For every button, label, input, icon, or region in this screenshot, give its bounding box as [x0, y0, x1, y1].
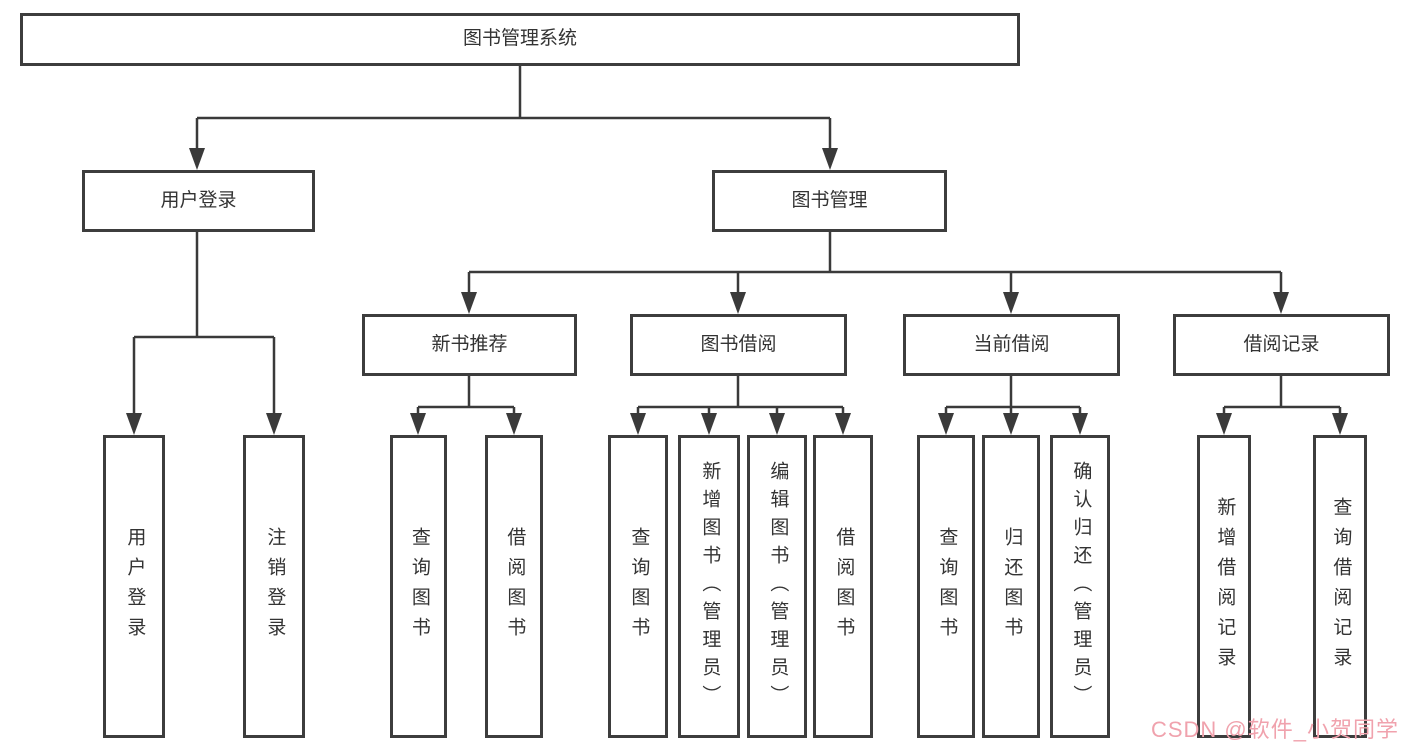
arrowheads [126, 148, 1348, 435]
leaf-recommend-query-books-label: 查询图书 [408, 526, 430, 647]
node-book-management: 图书管理 [712, 170, 947, 232]
leaf-borrow-add-books-admin: 新增图书（管理员） [678, 435, 740, 738]
leaf-current-return-books: 归还图书 [982, 435, 1040, 738]
leaf-current-return-books-label: 归还图书 [1001, 526, 1023, 647]
leaf-borrow-edit-books-admin: 编辑图书（管理员） [747, 435, 807, 738]
node-new-book-recommend-label: 新书推荐 [431, 333, 508, 355]
node-book-borrow-label: 图书借阅 [700, 333, 777, 355]
csdn-watermark: CSDN @软件_小贺同学 [1150, 717, 1399, 742]
node-book-borrow: 图书借阅 [630, 314, 847, 376]
node-user-login: 用户登录 [82, 170, 315, 232]
leaf-records-query-record: 查询借阅记录 [1313, 435, 1367, 738]
node-user-login-label: 用户登录 [160, 189, 237, 211]
node-root-system-label: 图书管理系统 [462, 28, 577, 50]
leaf-borrow-edit-books-admin-label: 编辑图书（管理员） [767, 460, 789, 713]
leaf-records-add-record: 新增借阅记录 [1197, 435, 1251, 738]
leaf-records-add-record-label: 新增借阅记录 [1214, 496, 1236, 677]
node-new-book-recommend: 新书推荐 [362, 314, 577, 376]
leaf-recommend-borrow-books: 借阅图书 [485, 435, 543, 738]
node-book-management-label: 图书管理 [791, 189, 868, 211]
node-borrow-records-label: 借阅记录 [1243, 333, 1320, 355]
leaf-user-login: 用户登录 [103, 435, 165, 738]
leaf-user-login-label: 用户登录 [124, 526, 146, 647]
node-root-system: 图书管理系统 [20, 13, 1020, 66]
leaf-borrow-add-books-admin-label: 新增图书（管理员） [699, 460, 721, 713]
leaf-logout-label: 注销登录 [264, 526, 286, 647]
leaf-records-query-record-label: 查询借阅记录 [1330, 496, 1352, 677]
leaf-borrow-borrow-books-label: 借阅图书 [833, 526, 855, 647]
node-current-borrow: 当前借阅 [903, 314, 1120, 376]
leaf-borrow-query-books: 查询图书 [608, 435, 668, 738]
leaf-current-query-books-label: 查询图书 [936, 526, 958, 647]
leaf-borrow-query-books-label: 查询图书 [628, 526, 650, 647]
leaf-logout: 注销登录 [243, 435, 305, 738]
leaf-current-confirm-return-admin-label: 确认归还（管理员） [1070, 460, 1092, 713]
leaf-current-query-books: 查询图书 [917, 435, 975, 738]
node-current-borrow-label: 当前借阅 [973, 333, 1050, 355]
node-borrow-records: 借阅记录 [1173, 314, 1390, 376]
leaf-current-confirm-return-admin: 确认归还（管理员） [1050, 435, 1110, 738]
leaf-borrow-borrow-books: 借阅图书 [813, 435, 873, 738]
leaf-recommend-borrow-books-label: 借阅图书 [504, 526, 526, 647]
leaf-recommend-query-books: 查询图书 [390, 435, 447, 738]
connector-edges [132, 66, 1342, 420]
